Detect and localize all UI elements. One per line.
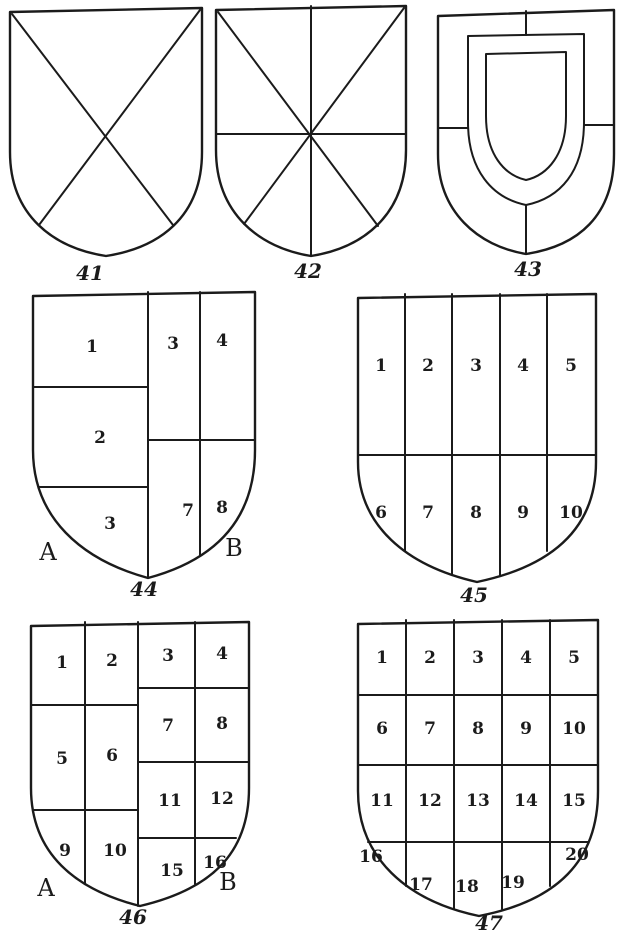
cell-number: 7: [162, 716, 174, 736]
saltire-line-2: [38, 9, 201, 226]
shield-46-drawing: 1 2 3 4 5 6 7 8 9 10 11 12 15 16 A B 46: [29, 620, 251, 928]
cell-number: 11: [370, 791, 394, 811]
marshalling-label-a: A: [38, 538, 57, 566]
cell-number: 3: [162, 646, 174, 666]
cell-number: 7: [424, 719, 436, 739]
shield-outline: [356, 292, 598, 584]
shield-44-drawing: 1 2 3 3 4 7 8 A B 44: [31, 290, 257, 600]
shield-outline: [8, 6, 204, 258]
cell-number: 7: [182, 501, 194, 521]
cell-number: 14: [514, 791, 538, 811]
cell-number: 18: [455, 877, 479, 897]
figure-46: 1 2 3 4 5 6 7 8 9 10 11 12 15 16 A B 46: [28, 618, 252, 928]
saltire-line-1: [217, 11, 379, 227]
inescutcheon-inner: [485, 51, 567, 181]
cell-number: 6: [375, 503, 387, 523]
figure-caption: 44: [130, 577, 158, 600]
figure-42: 42: [212, 2, 410, 284]
cell-number: 9: [520, 719, 532, 739]
figure-45: 1 2 3 4 5 6 7 8 9 10 45: [355, 290, 599, 606]
saltire-line-2: [243, 7, 405, 225]
figure-caption: 46: [119, 905, 147, 928]
marshalling-label-a: A: [36, 874, 55, 902]
marshalling-label-b: B: [219, 868, 237, 896]
cell-number: 3: [472, 648, 484, 668]
cell-number: 2: [94, 428, 106, 448]
cell-number: 8: [216, 714, 228, 734]
figure-43: 43: [432, 4, 620, 282]
cell-number: 2: [424, 648, 436, 668]
cell-number: 8: [472, 719, 484, 739]
marshalling-label-b: B: [225, 534, 243, 562]
shield-45-drawing: 1 2 3 4 5 6 7 8 9 10 45: [356, 292, 598, 606]
cell-number: 1: [56, 653, 68, 673]
figure-caption: 43: [514, 257, 542, 281]
figure-caption: 41: [76, 261, 104, 284]
saltire-line-1: [11, 13, 174, 226]
figure-caption: 42: [294, 259, 322, 283]
cell-number: 5: [56, 749, 68, 769]
cell-number: 9: [59, 841, 71, 861]
cell-number: 8: [470, 503, 482, 523]
cell-number: 4: [520, 648, 532, 668]
cell-number: 4: [517, 356, 529, 376]
cell-number: 20: [565, 845, 589, 865]
figure-caption: 47: [475, 911, 503, 932]
shield-42-drawing: 42: [214, 4, 408, 283]
cell-number: 10: [103, 841, 127, 861]
cell-number: 12: [418, 791, 442, 811]
cell-number: 17: [409, 875, 433, 895]
cell-number: 1: [376, 648, 388, 668]
cell-number: 3: [167, 334, 179, 354]
cell-number: 13: [466, 791, 490, 811]
cell-number: 5: [568, 648, 580, 668]
cell-number: 19: [501, 873, 525, 893]
shield-47-drawing: 1 2 3 4 5 6 7 8 9 10 11 12 13 14 15 16 1…: [356, 618, 600, 932]
cell-number: 1: [375, 356, 387, 376]
shield-43-drawing: 43: [436, 8, 616, 281]
cell-number: 15: [562, 791, 586, 811]
cell-number: 9: [517, 503, 529, 523]
cell-number: 16: [203, 853, 227, 873]
cell-number: 11: [158, 791, 182, 811]
cell-number: 10: [562, 719, 586, 739]
inescutcheon-outer: [467, 33, 585, 206]
cell-number: 15: [160, 861, 184, 881]
cell-number: 4: [216, 331, 228, 351]
figure-44: 1 2 3 3 4 7 8 A B 44: [30, 288, 258, 600]
shield-41-drawing: 41: [8, 6, 204, 284]
cell-number: 12: [210, 789, 234, 809]
cell-number: 7: [422, 503, 434, 523]
cell-number: 2: [106, 651, 118, 671]
cell-number: 3: [470, 356, 482, 376]
cell-number: 10: [559, 503, 583, 523]
figure-caption: 45: [460, 583, 488, 606]
cell-number: 2: [422, 356, 434, 376]
cell-number: 16: [359, 847, 383, 867]
cell-number: 8: [216, 498, 228, 518]
cell-number: 6: [376, 719, 388, 739]
figure-41: 41: [6, 4, 206, 284]
cell-number: 3: [104, 514, 116, 534]
cell-number: 5: [565, 356, 577, 376]
figure-47: 1 2 3 4 5 6 7 8 9 10 11 12 13 14 15 16 1…: [355, 616, 601, 932]
cell-number: 4: [216, 644, 228, 664]
shield-outline: [29, 620, 251, 908]
cell-number: 1: [86, 337, 98, 357]
cell-number: 6: [106, 746, 118, 766]
